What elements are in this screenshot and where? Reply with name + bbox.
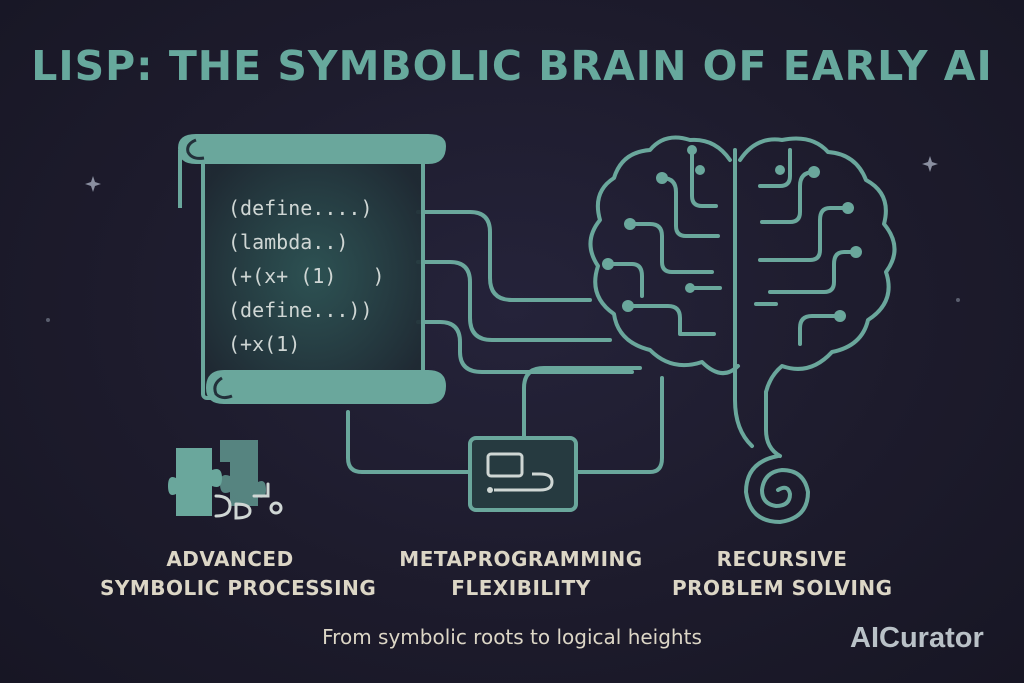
code-line: (+(x+ (1) ) bbox=[228, 264, 385, 288]
feature-label-line: SYMBOLIC PROCESSING bbox=[100, 576, 377, 600]
tagline: From symbolic roots to logical heights bbox=[322, 625, 702, 649]
brain-icon bbox=[588, 135, 897, 458]
circuit-glyph-icon bbox=[214, 482, 283, 520]
code-line: (define...)) bbox=[228, 298, 373, 322]
sparkle-icon bbox=[85, 156, 938, 192]
feature-label-symbolic-processing: ADVANCED SYMBOLIC PROCESSING bbox=[100, 545, 377, 603]
code-line: (+x(1) bbox=[228, 332, 301, 356]
feature-label-metaprogramming: METAPROGRAMMING FLEXIBILITY bbox=[395, 545, 647, 603]
feature-label-line: RECURSIVE bbox=[716, 547, 848, 571]
feature-label-line: METAPROGRAMMING bbox=[399, 547, 643, 571]
brand-watermark: AICurator bbox=[850, 622, 984, 654]
code-line: (define....) bbox=[228, 196, 373, 220]
feature-label-line: PROBLEM SOLVING bbox=[672, 576, 893, 600]
puzzle-icon bbox=[168, 440, 266, 516]
code-scroll-icon bbox=[178, 134, 446, 404]
brain-nodes bbox=[602, 145, 862, 322]
spiral-icon bbox=[743, 454, 811, 525]
feature-label-line: ADVANCED bbox=[166, 547, 294, 571]
page-title: LISP: THE SYMBOLIC BRAIN OF EARLY AI bbox=[31, 42, 993, 90]
code-line: (lambda..) bbox=[228, 230, 349, 254]
feature-label-recursive: RECURSIVE PROBLEM SOLVING bbox=[672, 545, 892, 603]
connector-lines bbox=[346, 210, 664, 474]
computer-module-icon bbox=[468, 436, 578, 512]
feature-label-line: FLEXIBILITY bbox=[451, 576, 591, 600]
